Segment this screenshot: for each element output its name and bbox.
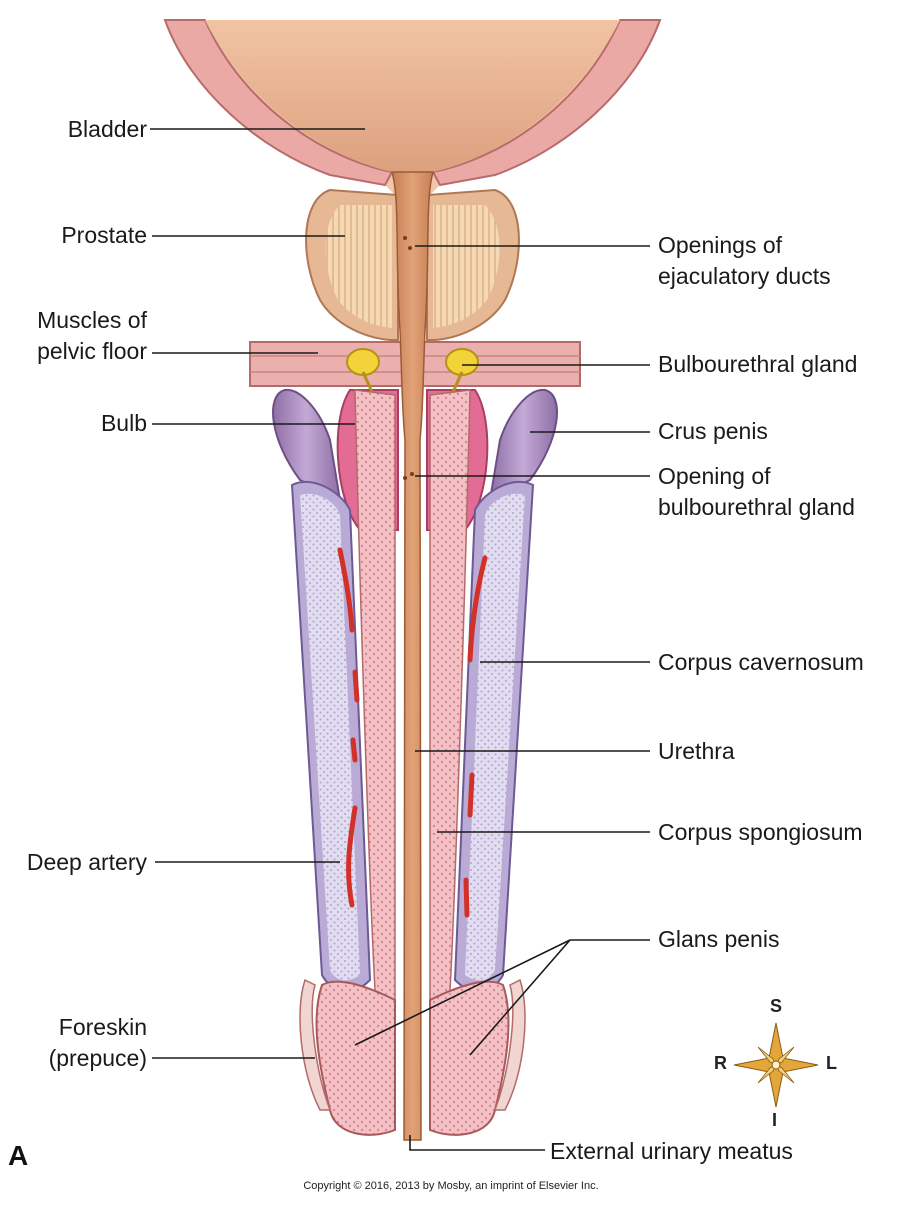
- label-bladder: Bladder: [67, 116, 147, 142]
- label-glans-penis: Glans penis: [658, 926, 780, 952]
- deep-artery-shapes: [337, 547, 488, 918]
- label-corpus-cavernosum: Corpus cavernosum: [658, 649, 864, 675]
- label-deep-artery: Deep artery: [26, 849, 147, 875]
- label-opening-bulbourethral-line2: bulbourethral gland: [658, 494, 855, 520]
- ejaculatory-duct-opening-dot: [408, 246, 412, 250]
- bulbourethral-gland-shape: [346, 348, 479, 393]
- label-foreskin-line1: Foreskin: [58, 1014, 147, 1040]
- label-corpus-spongiosum: Corpus spongiosum: [658, 819, 863, 845]
- label-opening-bulbourethral-line1: Opening of: [658, 463, 771, 489]
- compass-superior-label: S: [770, 996, 783, 1016]
- ejaculatory-duct-opening-dot: [403, 236, 407, 240]
- corpus-cavernosum-left-texture: [300, 493, 360, 981]
- foreskin-shape-right: [493, 978, 526, 1111]
- label-muscles-pelvic-floor-line1: Muscles of: [37, 307, 147, 333]
- compass-left-label: L: [826, 1053, 837, 1073]
- label-openings-ejaculatory-line1: Openings of: [658, 232, 783, 258]
- crus-right-shape: [488, 388, 558, 502]
- label-bulb: Bulb: [100, 410, 147, 436]
- glans-penis-shape-right: [429, 980, 510, 1136]
- corpus-spongiosum-shape: [354, 389, 396, 1126]
- bladder-shape: [163, 19, 662, 200]
- urethra-shape: [391, 171, 434, 1141]
- compass-inferior-label: I: [772, 1110, 778, 1130]
- label-urethra: Urethra: [658, 738, 735, 764]
- label-bulbourethral-gland: Bulbourethral gland: [658, 351, 858, 377]
- label-external-urinary-meatus: External urinary meatus: [550, 1138, 793, 1164]
- label-prostate: Prostate: [61, 222, 147, 248]
- bulbourethral-opening-dot: [403, 476, 407, 480]
- label-muscles-pelvic-floor-line2: pelvic floor: [37, 338, 147, 364]
- panel-letter: A: [8, 1140, 29, 1171]
- crus-left-shape: [272, 388, 342, 502]
- corpus-cavernosum-right-texture: [465, 493, 525, 981]
- label-crus-penis: Crus penis: [658, 418, 768, 444]
- glans-penis-shape: [315, 980, 396, 1136]
- corpus-spongiosum-right: [429, 389, 471, 1126]
- label-foreskin-line2: (prepuce): [48, 1045, 147, 1071]
- foreskin-shape: [299, 978, 332, 1111]
- copyright-text: Copyright © 2016, 2013 by Mosby, an impr…: [303, 1180, 599, 1192]
- leader-lines: [150, 128, 650, 1151]
- label-openings-ejaculatory-line2: ejaculatory ducts: [658, 263, 831, 289]
- compass-right-label: R: [714, 1053, 727, 1073]
- bulbourethral-opening-dot: [410, 472, 414, 476]
- orientation-compass: [733, 1022, 819, 1108]
